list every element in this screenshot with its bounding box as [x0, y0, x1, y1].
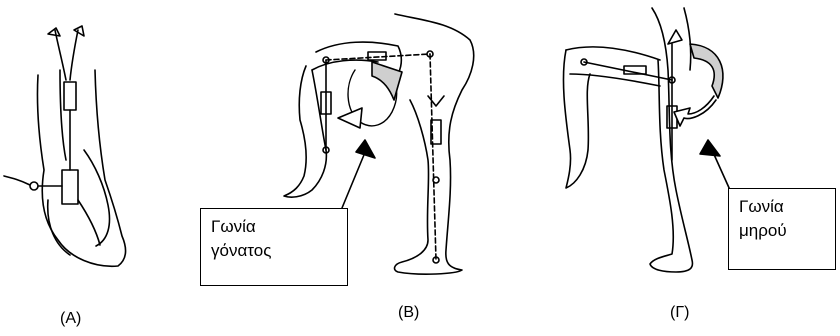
- hip-callout-line2: μηρού: [739, 219, 825, 243]
- knee-callout-line1: Γωνία: [211, 215, 337, 239]
- rotation-arrow-icon: [372, 62, 402, 100]
- knee-callout-line2: γόνατος: [211, 239, 337, 263]
- ankle-figure: [4, 26, 125, 266]
- cable-connector-icon: [30, 182, 38, 190]
- knee-angle-callout: Γωνία γόνατος: [200, 208, 348, 286]
- hip-angle-callout: Γωνία μηρού: [728, 188, 836, 270]
- pointer-arrow-icon: [356, 140, 375, 158]
- panel-label-c: (Γ): [670, 304, 689, 322]
- goniometer-sensor-top: [64, 82, 76, 110]
- hip-rotation-arrow-icon: [690, 44, 723, 98]
- panel-label-b: (B): [398, 304, 419, 322]
- goniometer-sensor-bottom: [62, 170, 78, 204]
- hip-pointer-arrow-icon: [700, 140, 720, 156]
- hip-callout-line1: Γωνία: [739, 195, 825, 219]
- panel-label-a: (A): [60, 310, 81, 328]
- hip-figure: [563, 8, 730, 272]
